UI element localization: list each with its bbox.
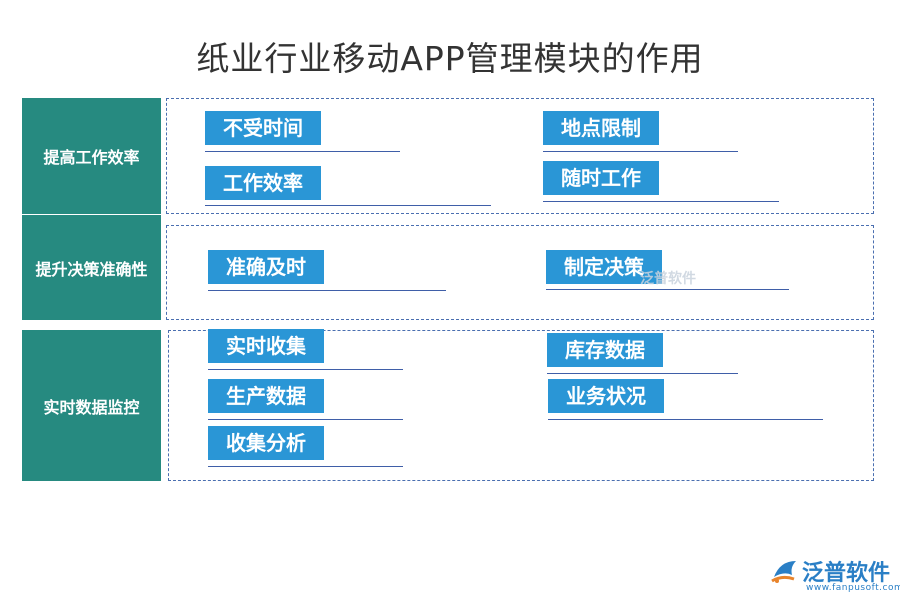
underline bbox=[546, 289, 789, 290]
watermark: 泛普软件 bbox=[640, 271, 696, 287]
underline bbox=[543, 151, 738, 152]
underline bbox=[208, 466, 403, 467]
underline bbox=[548, 419, 823, 420]
tag-production-data: 生产数据 bbox=[208, 379, 324, 413]
underline bbox=[205, 151, 400, 152]
row-box-efficiency bbox=[166, 98, 874, 214]
row-box-monitoring bbox=[168, 330, 874, 481]
logo-url: www.fanpusoft.com bbox=[806, 583, 900, 593]
underline bbox=[547, 373, 738, 374]
tag-collect-analyze: 收集分析 bbox=[208, 426, 324, 460]
tag-realtime-collect: 实时收集 bbox=[208, 329, 324, 363]
logo-name: 泛普软件 bbox=[802, 561, 891, 586]
row-label-efficiency: 提高工作效率 bbox=[22, 98, 161, 214]
row-label-decision: 提升决策准确性 bbox=[22, 215, 161, 320]
tag-work-anytime: 随时工作 bbox=[543, 161, 659, 195]
tag-make-decision: 制定决策 bbox=[546, 250, 662, 284]
underline bbox=[208, 419, 403, 420]
fanpu-logo-icon bbox=[771, 561, 796, 583]
tag-inventory-data: 库存数据 bbox=[547, 333, 663, 367]
underline bbox=[205, 205, 491, 206]
tag-no-location-limit: 地点限制 bbox=[543, 111, 659, 145]
row-box-decision bbox=[166, 225, 874, 320]
underline bbox=[208, 290, 446, 291]
tag-work-efficiency: 工作效率 bbox=[205, 166, 321, 200]
underline bbox=[208, 369, 403, 370]
tag-accurate-timely: 准确及时 bbox=[208, 250, 324, 284]
brand-logo: 泛普软件 www.fanpusoft.com bbox=[770, 555, 900, 595]
page-title: 纸业行业移动APP管理模块的作用 bbox=[196, 39, 704, 78]
tag-business-status: 业务状况 bbox=[548, 379, 664, 413]
row-label-monitoring: 实时数据监控 bbox=[22, 330, 161, 481]
underline bbox=[543, 201, 779, 202]
tag-no-time-limit: 不受时间 bbox=[205, 111, 321, 145]
